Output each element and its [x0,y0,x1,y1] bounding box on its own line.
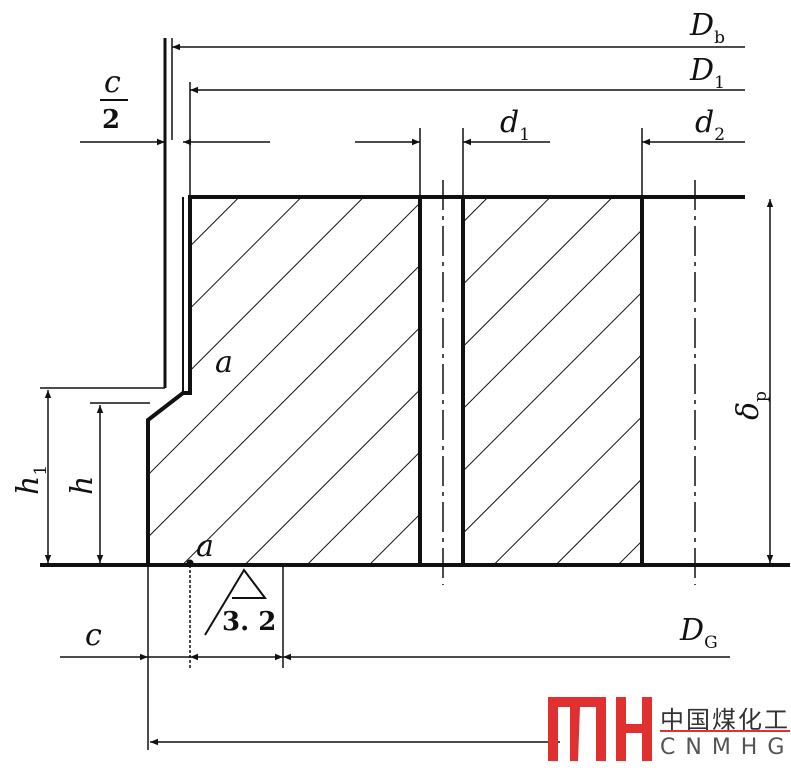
label-delta-p: δp [731,391,771,420]
watermark-divider [660,730,790,732]
roughness-value: 3. 2 [222,607,276,637]
label-a-top: a [215,345,233,380]
label-d1-diameter: D1 [689,53,725,93]
watermark-logo [548,697,652,761]
label-dg: DG [679,613,718,653]
label-c: c [85,618,102,653]
label-d2: d2 [695,105,725,145]
label-d1: d1 [500,105,530,145]
label-c-half-num: c [104,65,121,100]
watermark-name-cn: 中国煤化工 [660,706,790,734]
watermark-name-en: CNMHG [660,735,791,760]
label-c-half-den: 2 [102,105,120,135]
label-h1: h1 [11,465,51,495]
roughness-symbol [204,568,267,636]
hatched-section-left [146,195,422,567]
label-a-bottom: a [196,529,214,564]
hatched-section-right [461,195,644,567]
label-db: Db [689,8,725,48]
label-h: h [65,476,100,495]
